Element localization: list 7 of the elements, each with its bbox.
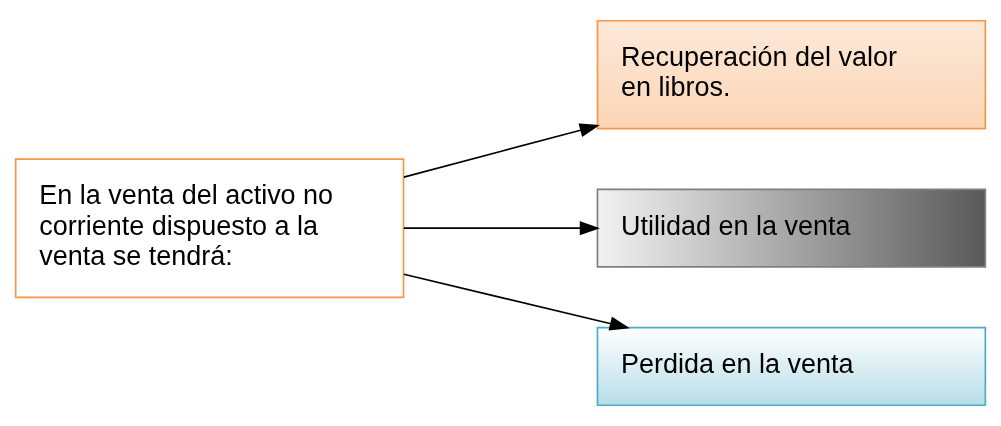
arrow <box>403 123 600 178</box>
node-box: Recuperación del valor en libros. <box>596 19 987 130</box>
arrow <box>403 221 600 236</box>
node-box: En la venta del activo no corriente dispuesto a la venta se tendrá: <box>14 158 405 299</box>
node-box: Perdida en la venta <box>596 326 987 407</box>
node-box: Utilidad en la venta <box>596 188 987 268</box>
arrow <box>403 273 630 331</box>
